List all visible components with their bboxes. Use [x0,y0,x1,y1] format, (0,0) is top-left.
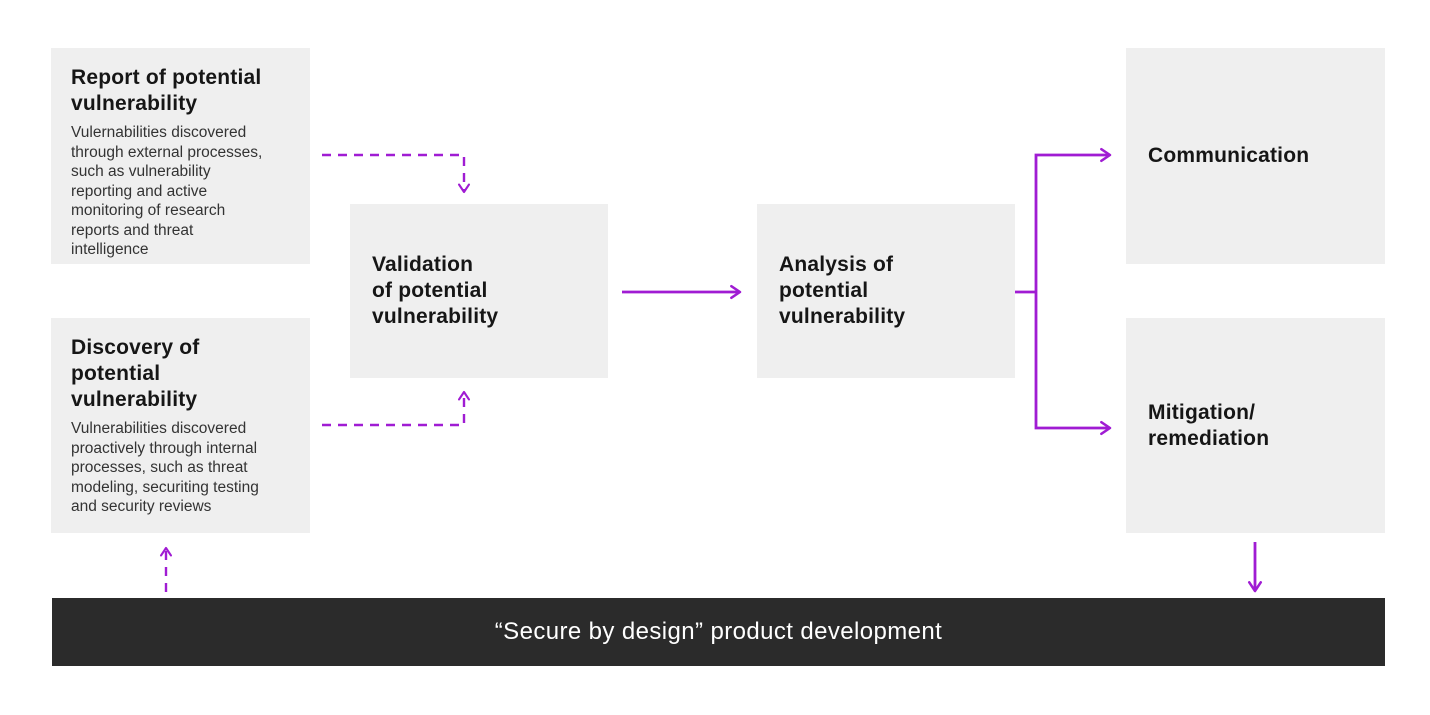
validation-box-title: Validation of potential vulnerability [372,253,499,328]
report-to-validation-connector [322,153,471,194]
discovery-to-validation-connector [322,390,471,427]
secure-by-design-label: “Secure by design” product development [494,618,943,645]
discovery-box-title: Discovery of potential vulnerability [71,336,200,411]
analysis-to-mitigation-connector [1034,292,1112,436]
box-mitigation-remediation: Mitigation/ remediation [1126,318,1385,533]
analysis-to-communication-connector [1034,147,1112,292]
box-report-of-potential-vulnerability: Report of potential vulnerability Vulern… [51,48,310,264]
box-validation-of-potential-vulnerability: Validation of potential vulnerability [350,204,608,378]
mitigation-box-title: Mitigation/ remediation [1148,400,1270,450]
box-communication: Communication [1126,48,1385,264]
communication-box-title: Communication [1148,144,1310,167]
report-box-title: Report of potential vulnerability [71,66,262,115]
box-discovery-of-potential-vulnerability: Discovery of potential vulnerability Vul… [51,318,310,533]
discovery-box-description: Vulnerabilities discovered proactively t… [71,420,259,515]
box-analysis-of-potential-vulnerability: Analysis of potential vulnerability [757,204,1015,378]
analysis-box-title: Analysis of potential vulnerability [779,253,906,328]
secure-by-design-bar: “Secure by design” product development [52,598,1385,666]
report-box-description: Vulernabilities discovered through exter… [71,124,263,258]
